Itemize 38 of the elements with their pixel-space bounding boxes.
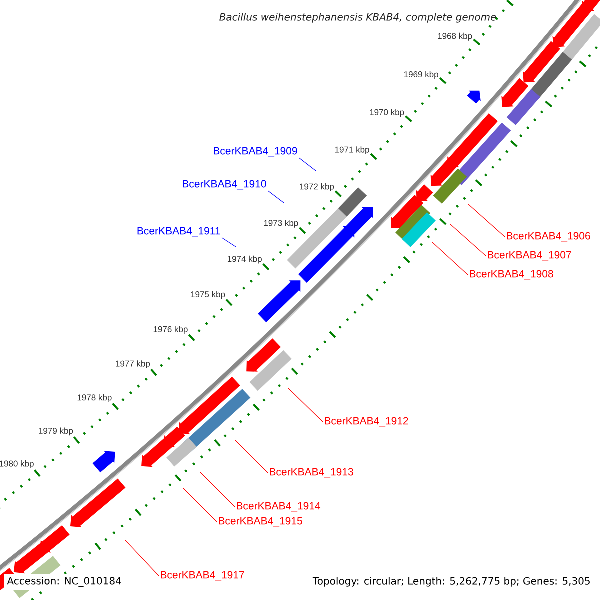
gene-label: BcerKBAB4_1907	[488, 251, 572, 261]
gene-label: BcerKBAB4_1909	[214, 147, 298, 157]
tick-label: 1970 kbp	[370, 109, 404, 118]
leader-line	[468, 204, 506, 238]
leader-line	[288, 388, 324, 422]
tick-label: 1968 kbp	[438, 32, 472, 41]
leader-line	[200, 472, 236, 508]
leader-line	[222, 238, 236, 248]
leader-line	[182, 488, 218, 522]
gene-label: BcerKBAB4_1917	[161, 571, 244, 581]
tick-label: 1973 kbp	[264, 220, 298, 228]
gene-label: BcerKBAB4_1915	[219, 517, 302, 527]
tick-label: 1978 kbp	[78, 394, 112, 402]
gene-label: BcerKBAB4_1912	[325, 417, 408, 427]
tick-label: 1969 kbp	[404, 71, 438, 80]
gene-label: BcerKBAB4_1913	[270, 468, 354, 478]
info-text: Accession: NC_010184	[4, 574, 125, 590]
gene-label: BcerKBAB4_1906	[507, 232, 590, 242]
leader-line	[432, 242, 468, 276]
tick-label: 1977 kbp	[116, 360, 150, 368]
tick-label: 1976 kbp	[154, 326, 188, 334]
title: Bacillus weihenstephanensis KBAB4, complete genome	[220, 13, 496, 23]
info-text: Topology: circular; Length: 5,262,775 bp; Genes: 5,305	[310, 574, 594, 590]
tick-label: 1975 kbp	[191, 291, 226, 300]
gene-label: BcerKBAB4_1908	[470, 270, 554, 280]
tick-label: 1980 kbp	[0, 460, 34, 468]
gene-label: BcerKBAB4_1910	[183, 180, 266, 190]
gene-label: BcerKBAB4_1911	[138, 227, 220, 237]
tick-label: 1972 kbp	[300, 184, 334, 192]
leader-line	[124, 540, 160, 576]
tick-label: 1974 kbp	[228, 256, 262, 264]
leader-line	[234, 440, 268, 474]
leader-line	[450, 224, 486, 256]
gene-label: BcerKBAB4_1914	[237, 502, 321, 512]
leader-line	[298, 158, 316, 172]
tick-label: 1971 kbp	[335, 146, 370, 155]
tick-label: 1979 kbp	[39, 428, 74, 436]
leader-line	[268, 190, 284, 204]
